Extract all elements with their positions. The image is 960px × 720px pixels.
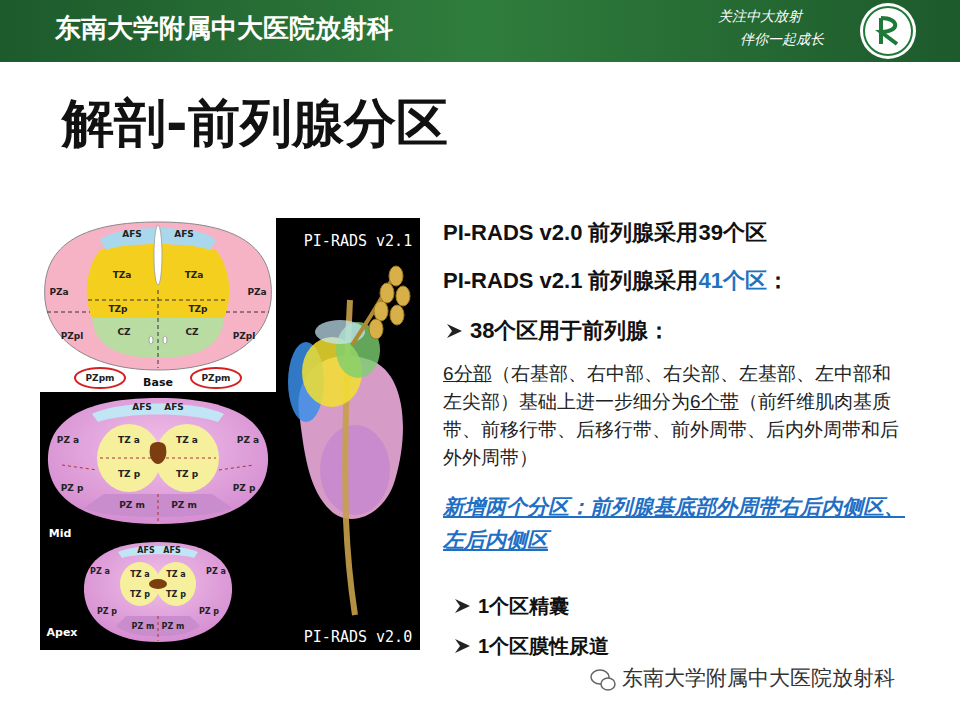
zone-label: PZa [49,288,68,297]
zone-label: TZa [113,271,132,280]
text-block: 38个区用于前列腺： [470,316,930,346]
watermark: 东南大学附属中大医院放射科 [622,667,895,688]
zone-label: PZ p [233,484,256,493]
slogan: 关注中大放射 [718,10,802,24]
text-block: 1个区精囊 [478,592,878,620]
zone-label: CZ [117,328,130,337]
zone-label: AFS [137,547,154,555]
base-panel [40,218,276,392]
zone-label: TZ a [166,571,185,579]
zone-label: PZ m [171,501,197,510]
hospital-logo [860,3,916,59]
bullet-text: 1个区膜性尿道 [478,635,609,657]
bullet-text: 1个区精囊 [478,595,569,617]
section-label: Base [143,377,173,388]
zone-label: PZ p [97,608,117,616]
zone-label: AFS [174,230,194,239]
zone-label: PZ m [162,623,185,631]
zone-label: PZ p [199,608,219,616]
zone-label: TZ p [176,470,198,479]
zone-label: PZpm [202,374,231,383]
highlight-note: 新增两个分区：前列腺基底部外周带右后内侧区、左后内侧区 [443,495,905,551]
text-line: ： [767,268,789,293]
underlined-text: 6个带 [690,391,739,412]
black-panel [40,392,420,650]
zone-label: PZpl [61,332,84,341]
text-block: 新增两个分区：前列腺基底部外周带右后内侧区、左后内侧区 [443,490,909,556]
bullet-arrow [447,324,462,338]
text-block: PI-RADS v2.1 前列腺采用41个区： [443,266,933,296]
zone-label: PZ a [206,568,226,576]
text-line: PI-RADS v2.1 前列腺采用 [443,268,699,293]
zone-label: PZ m [119,501,145,510]
zone-label: AFS [132,403,152,412]
zone-label: PZ a [90,568,110,576]
zone-label: TZ p [130,591,150,599]
wechat-icon [591,670,615,690]
section-label: Apex [47,627,78,638]
mid-section [48,398,268,524]
zone-label: AFS [163,547,180,555]
zone-label: TZ a [130,571,149,579]
text-line: PI-RADS v2.0 前列腺采用39个区 [443,220,767,245]
slogan: 伴你一起成长 [740,33,824,47]
version-label: PI-RADS v2.1 [304,234,412,249]
zone-label: TZa [185,271,204,280]
slide-title: 解剖-前列腺分区 [62,92,448,154]
zone-label: PZpm [86,374,115,383]
highlight-text: 41个区 [699,268,767,293]
version-label: PI-RADS v2.0 [304,630,412,645]
zone-label: AFS [122,230,142,239]
zone-label: PZa [247,288,266,297]
header-bar [0,0,960,62]
text-block: PI-RADS v2.0 前列腺采用39个区 [443,218,933,248]
zone-label: PZ a [57,436,79,445]
bullet-arrow [455,639,470,653]
text-block: 1个区膜性尿道 [478,632,618,660]
bullet-arrow [455,599,470,613]
zone-label: CZ [185,328,198,337]
zone-label: TZp [108,305,127,314]
zone-label: TZ a [176,436,198,445]
bullet-text: 38个区用于前列腺： [470,318,670,343]
section-label: Mid [49,528,72,539]
zone-label: PZ m [132,623,155,631]
zone-label: TZp [188,305,207,314]
zone-label: TZ p [118,470,140,479]
text-block: 6分部（右基部、右中部、右尖部、左基部、左中部和左尖部）基础上进一步细分为6个带… [443,360,905,472]
base-section [45,222,272,388]
zone-label: PZpl [233,332,256,341]
zone-label: AFS [164,403,184,412]
zone-label: TZ a [118,436,140,445]
underlined-text: 6分部 [443,363,492,384]
header-title: 东南大学附属中大医院放射科 [55,16,393,42]
zone-label: PZ a [237,436,259,445]
apex-section [84,542,232,642]
zone-label: TZ p [166,591,186,599]
prostate-3d [288,266,410,615]
zone-label: PZ p [61,484,84,493]
